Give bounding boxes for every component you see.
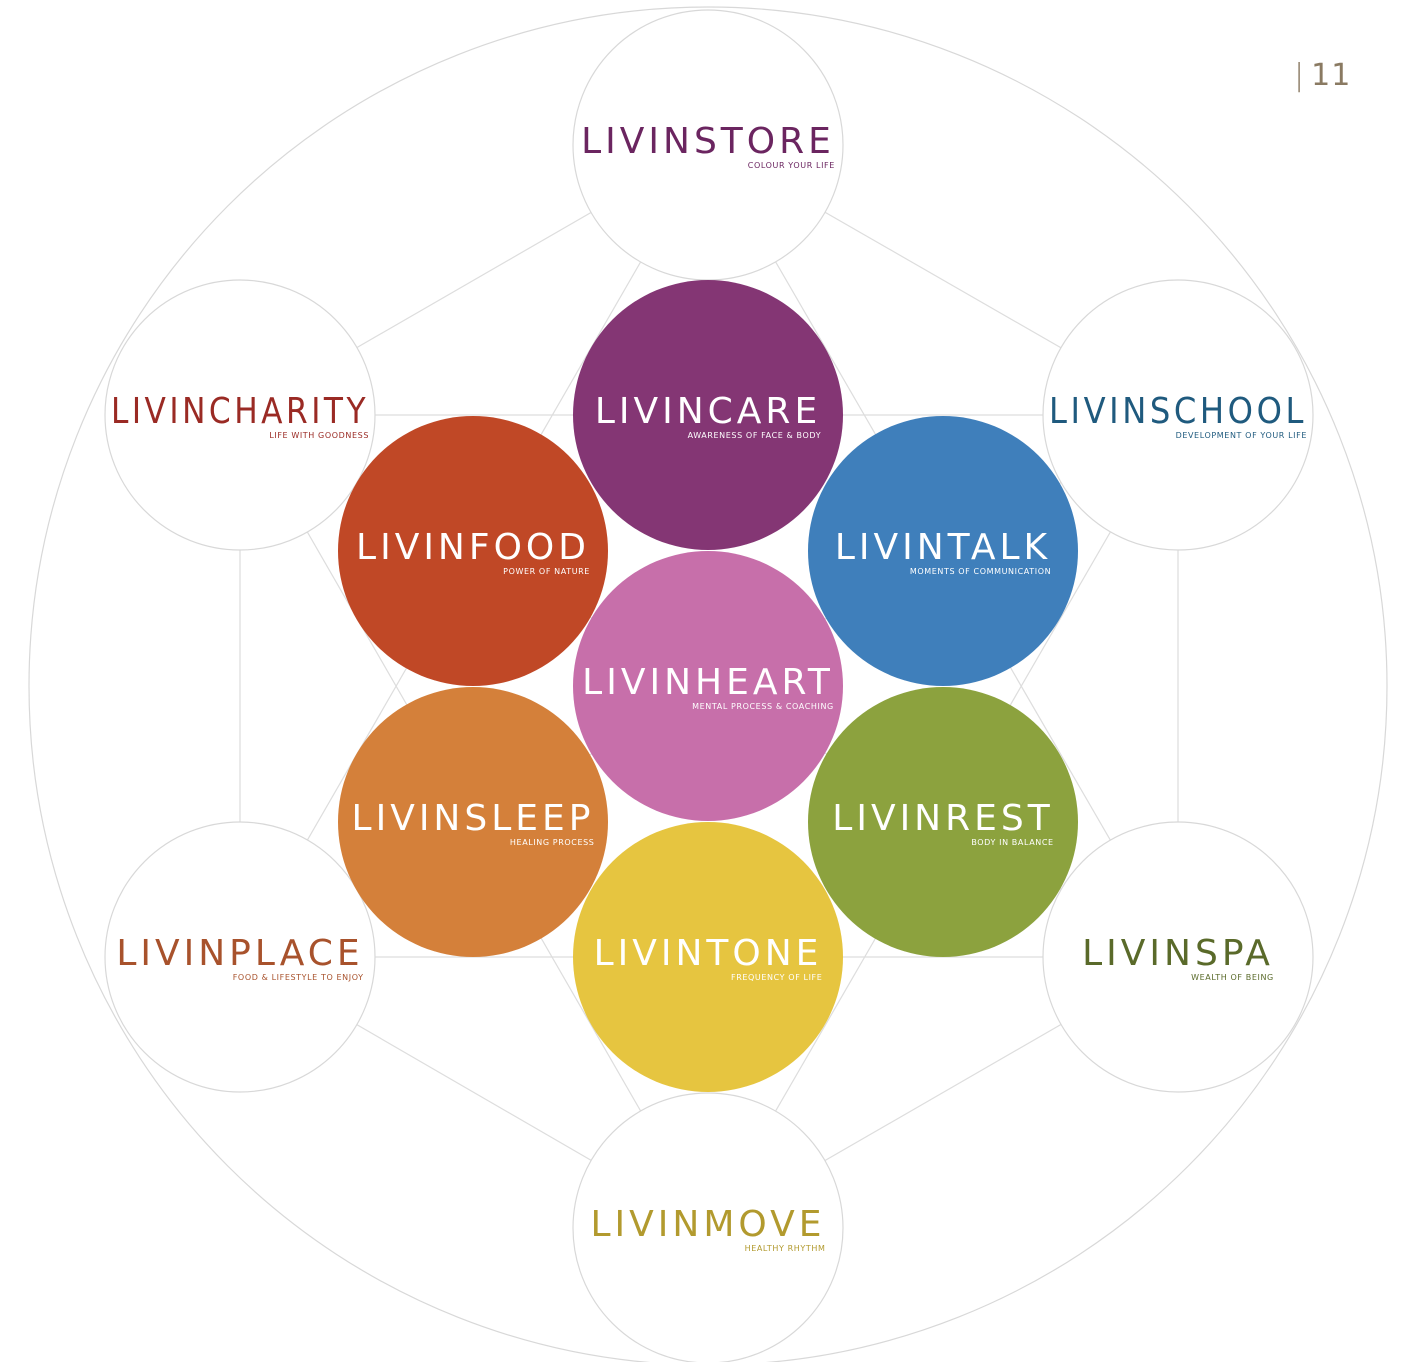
livinrest-tagline: BODY IN BALANCE [971, 838, 1053, 847]
livinheart-title: LIVINHEART [582, 662, 834, 703]
livintone-title: LIVINTONE [594, 933, 823, 974]
livincare-title: LIVINCARE [595, 391, 821, 432]
livinplace-title: LIVINPLACE [116, 933, 363, 974]
livinschool-title: LIVINSCHOOL [1049, 391, 1307, 432]
livinspa-tagline: WEALTH OF BEING [1191, 973, 1274, 982]
livincare-tagline: AWARENESS OF FACE & BODY [688, 431, 822, 440]
livinmove-tagline: HEALTHY RHYTHM [745, 1244, 826, 1253]
outer-ring [28, 6, 1388, 1362]
livinsleep-title: LIVINSLEEP [352, 798, 595, 839]
livinmove-title: LIVINMOVE [591, 1204, 826, 1245]
livinstore-title: LIVINSTORE [581, 121, 835, 162]
livinschool-circle [1042, 279, 1314, 551]
livinmove-circle [572, 1092, 844, 1362]
livintalk-tagline: MOMENTS OF COMMUNICATION [910, 567, 1051, 576]
livinsleep-circle [338, 687, 608, 957]
livinfood-title: LIVINFOOD [356, 527, 590, 568]
livincharity-tagline: LIFE WITH GOODNESS [269, 431, 369, 440]
page-number-value: 11 [1311, 58, 1352, 93]
livintalk-circle [808, 416, 1078, 686]
livincharity-circle [104, 279, 376, 551]
livincharity-title: LIVINCHARITY [111, 391, 369, 432]
livinplace-tagline: FOOD & LIFESTYLE TO ENJOY [233, 973, 364, 982]
livinplace-circle [104, 821, 376, 1093]
livinspa-circle [1042, 821, 1314, 1093]
livinfood-tagline: POWER OF NATURE [503, 567, 590, 576]
livincare-circle [573, 280, 843, 550]
livintalk-title: LIVINTALK [835, 527, 1051, 568]
livinrest-title: LIVINREST [832, 798, 1053, 839]
livinschool-tagline: DEVELOPMENT OF YOUR LIFE [1176, 431, 1307, 440]
livinspa-title: LIVINSPA [1082, 933, 1274, 974]
livinheart-tagline: MENTAL PROCESS & COACHING [692, 702, 834, 711]
livinstore-tagline: COLOUR YOUR LIFE [748, 161, 835, 170]
livinfood-circle [338, 416, 608, 686]
livinheart-circle [573, 551, 843, 821]
page-number: |11 [1294, 58, 1352, 93]
livintone-circle [573, 822, 843, 1092]
livintone-tagline: FREQUENCY OF LIFE [731, 973, 822, 982]
livinsleep-tagline: HEALING PROCESS [510, 838, 595, 847]
livinrest-circle [808, 687, 1078, 957]
